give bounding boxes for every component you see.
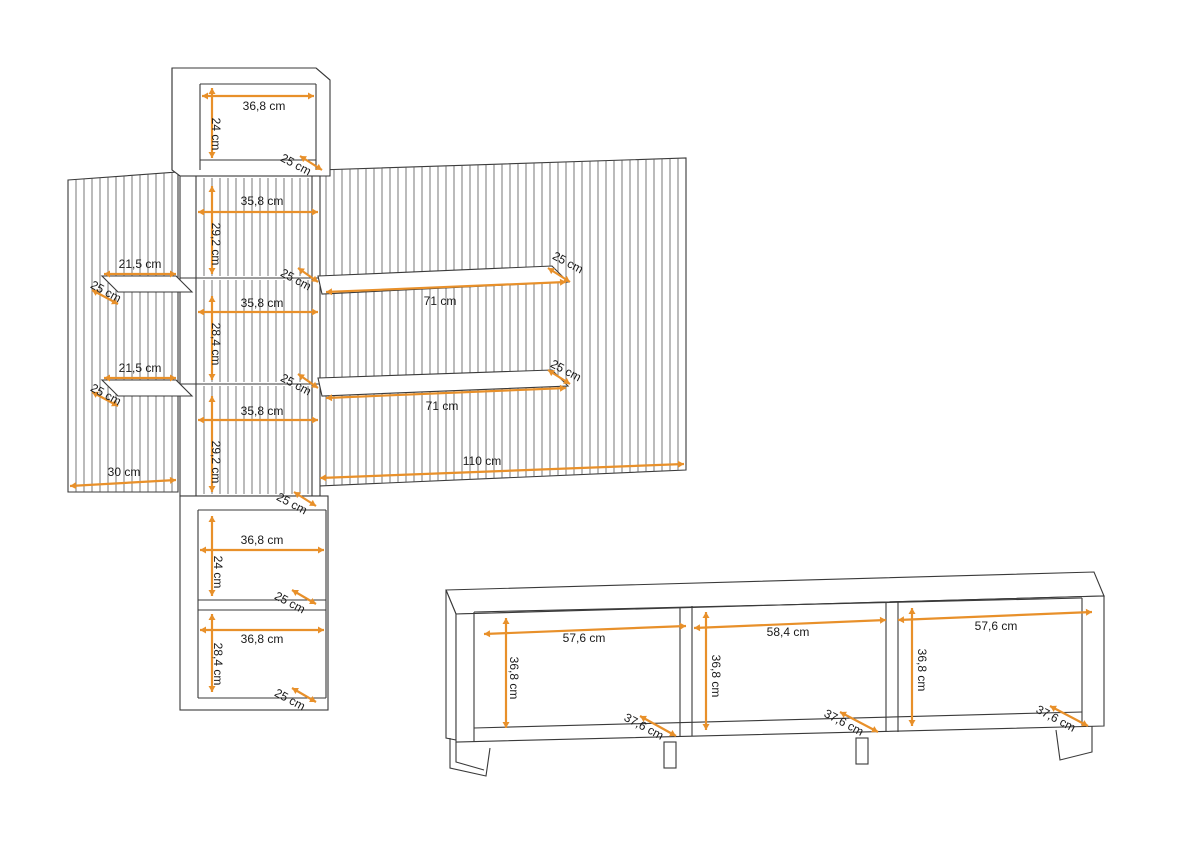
left-shelf-upper — [100, 275, 194, 293]
open-cabinet-1-height-label: 24 cm — [211, 556, 225, 589]
top-cabinet-width-arrow — [202, 92, 314, 100]
tv-right-width-label: 57,6 cm — [975, 619, 1018, 633]
top-cabinet-height-label: 24 cm — [209, 118, 223, 151]
open-cabinet-2-depth-arrow — [291, 687, 317, 703]
tv-left-width-arrow — [483, 622, 687, 638]
left-shelf-lower-width-label: 21,5 cm — [119, 361, 162, 375]
tv-right-height-arrow — [908, 608, 916, 726]
top-cabinet-width-label: 36,8 cm — [243, 99, 286, 113]
left-shelf-upper-width-label: 21,5 cm — [119, 257, 162, 271]
right-shelf-lower — [317, 369, 570, 397]
right-shelf-upper-width-arrow — [325, 278, 567, 296]
tv-middle-height-label: 36,8 cm — [709, 655, 723, 698]
tv-left-depth-arrow — [639, 715, 677, 737]
open-cabinet-2-height-arrow — [208, 614, 216, 692]
glass-middle-width-arrow — [198, 308, 318, 316]
right-shelf-upper-depth-arrow — [547, 267, 571, 283]
left-slatted-panel — [67, 171, 179, 493]
glass-upper-height-label: 29,2 cm — [209, 223, 223, 266]
right-slatted-panel — [317, 157, 687, 487]
open-cabinet-1-height-arrow — [208, 516, 216, 596]
open-cabinet-2-width-arrow — [200, 626, 324, 634]
glass-middle-height-label: 28,4 cm — [209, 323, 223, 366]
tv-left-height-arrow — [502, 618, 510, 728]
tv-middle-depth-arrow — [839, 711, 879, 733]
open-cabinet-1-depth-arrow — [291, 589, 317, 605]
open-cabinet-2-width-label: 36,8 cm — [241, 632, 284, 646]
glass-middle-width-label: 35,8 cm — [241, 296, 284, 310]
glass-upper-height-arrow — [208, 186, 216, 274]
right-shelf-lower-depth-arrow — [547, 369, 571, 385]
open-cabinet-1-width-label: 36,8 cm — [241, 533, 284, 547]
glass-lower-width-arrow — [198, 416, 318, 424]
top-cabinet-depth-arrow — [299, 155, 323, 171]
glass-upper-width-label: 35,8 cm — [241, 194, 284, 208]
glass-middle-height-arrow — [208, 296, 216, 380]
tv-right-height-label: 36,8 cm — [915, 649, 929, 692]
dimension-labels: 36,8 cm 24 cm 25 cm 35,8 cm 29,2 cm 25 c… — [88, 99, 1078, 743]
open-cabinet-1-width-arrow — [200, 546, 324, 554]
lower-open-cabinets — [179, 495, 329, 711]
left-panel-width-label: 30 cm — [108, 465, 141, 479]
tv-middle-height-arrow — [702, 612, 710, 730]
left-shelf-upper-width-arrow — [104, 270, 176, 278]
glass-lower-depth-arrow — [293, 491, 317, 507]
right-shelf-lower-width-label: 71 cm — [426, 399, 459, 413]
tv-right-width-arrow — [897, 608, 1093, 624]
open-cabinet-2-height-label: 28,4 cm — [211, 643, 225, 686]
right-shelf-upper-width-label: 71 cm — [424, 294, 457, 308]
left-shelf-lower — [100, 379, 194, 397]
tv-middle-width-arrow — [693, 616, 887, 632]
glass-lower-height-arrow — [208, 396, 216, 492]
tv-left-width-label: 57,6 cm — [563, 631, 606, 645]
tv-stand — [445, 571, 1105, 777]
glass-upper-width-arrow — [198, 208, 318, 216]
dimension-lines — [69, 88, 1093, 737]
right-panel-width-label: 110 cm — [463, 454, 501, 468]
right-panel-width-arrow — [319, 460, 685, 482]
top-cabinet-height-arrow — [208, 88, 216, 158]
tv-middle-width-label: 58,4 cm — [767, 625, 810, 639]
glass-middle-depth-arrow — [297, 373, 319, 389]
glass-upper-depth-arrow — [297, 267, 319, 283]
glass-cabinet — [179, 175, 321, 497]
glass-lower-height-label: 29,2 cm — [209, 441, 223, 484]
left-shelf-lower-width-arrow — [104, 374, 176, 382]
left-shelf-lower-depth-arrow — [91, 391, 119, 407]
tv-right-depth-arrow — [1049, 705, 1089, 727]
glass-lower-width-label: 35,8 cm — [241, 404, 284, 418]
left-shelf-upper-depth-arrow — [91, 289, 119, 305]
tv-left-height-label: 36,8 cm — [507, 657, 521, 700]
right-shelf-lower-width-arrow — [325, 384, 567, 402]
shelves — [100, 265, 570, 397]
left-panel-width-arrow — [69, 476, 177, 490]
